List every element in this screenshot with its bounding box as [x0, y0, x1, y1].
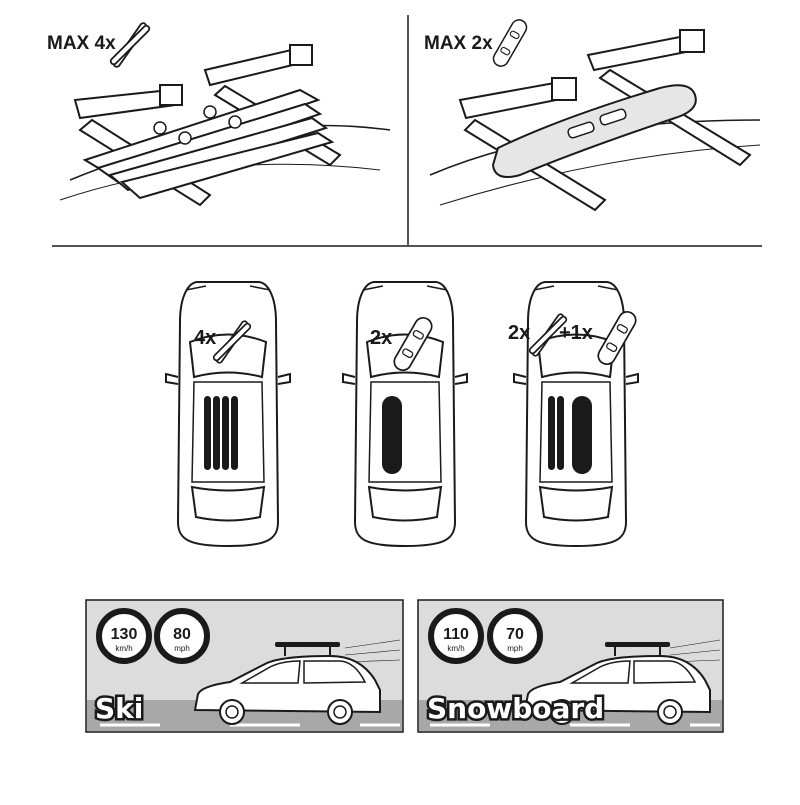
speed-sign-mph: 70 mph — [487, 608, 543, 664]
car-3-board-count-label: +1x — [559, 322, 593, 344]
speed-panel-ski: 130 km/h 80 mph Ski — [85, 599, 404, 733]
skis-icon — [108, 21, 152, 69]
car-top-view-mixed — [513, 281, 639, 547]
car-3-ski-count-label: 2x — [508, 322, 530, 344]
speed-panel-title-snowboard: Snowboard — [427, 692, 604, 725]
speed-sign-kmh: 110 km/h — [428, 608, 484, 664]
svg-text:mph: mph — [507, 644, 523, 653]
top-skis-label: MAX 4x — [47, 33, 116, 54]
snowboard-on-rack — [491, 84, 697, 178]
top-snowboard-label: MAX 2x — [424, 33, 493, 54]
svg-text:mph: mph — [174, 644, 190, 653]
skis-on-rack — [82, 88, 335, 200]
ski-bindings — [153, 105, 242, 145]
svg-text:70: 70 — [506, 626, 524, 643]
car-top-view-snowboard — [342, 281, 468, 547]
car-1-count-label: 4x — [194, 327, 216, 349]
car-top-view-skis — [165, 281, 291, 547]
speed-panel-snowboard: 110 km/h 70 mph Snowboard — [417, 599, 724, 733]
top-panel-snowboards — [429, 29, 761, 212]
snowboard-icon — [490, 16, 530, 70]
svg-text:110: 110 — [443, 626, 469, 643]
svg-text:km/h: km/h — [115, 644, 132, 653]
speed-sign-mph: 80 mph — [154, 608, 210, 664]
svg-text:km/h: km/h — [447, 644, 464, 653]
svg-text:80: 80 — [173, 626, 191, 643]
top-panel-skis — [59, 44, 391, 207]
speed-sign-kmh: 130 km/h — [96, 608, 152, 664]
car-2-count-label: 2x — [370, 327, 392, 349]
speed-panel-title-ski: Ski — [95, 692, 143, 725]
svg-text:130: 130 — [111, 626, 138, 643]
